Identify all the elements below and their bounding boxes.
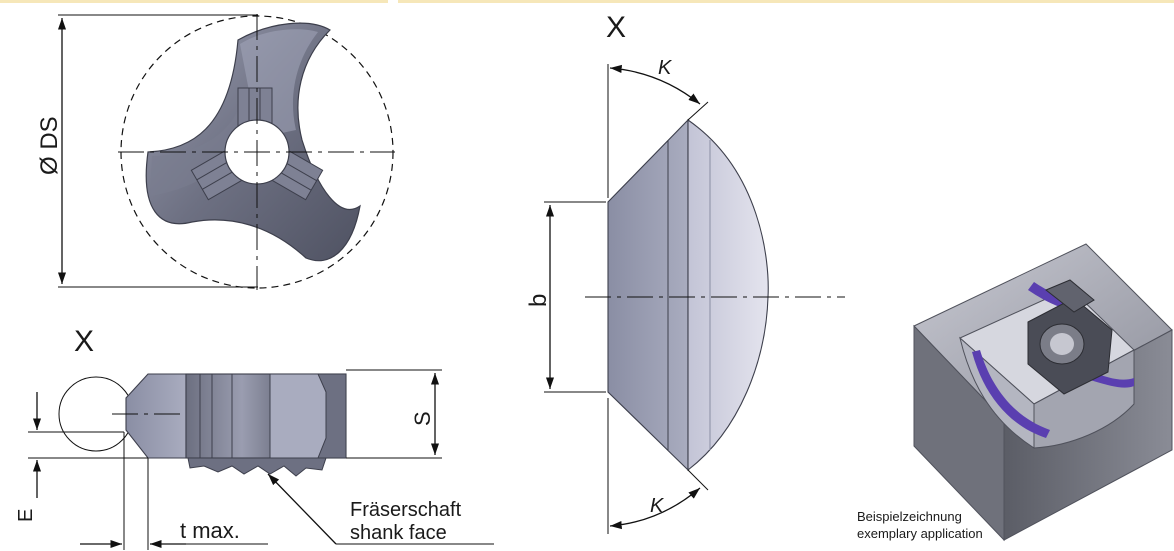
shank-label-en: shank face: [350, 522, 447, 544]
dim-t-label: t max.: [180, 518, 240, 543]
diameter-label: Ø DS: [36, 116, 63, 175]
cutting-edge-right-face: [687, 118, 769, 472]
detail-view-x: X K K b: [525, 11, 845, 534]
side-view: X S E t max. Fräserschaft shan: [15, 325, 494, 550]
view-x-label-detail: X: [606, 11, 626, 44]
view-x-label-left: X: [74, 325, 94, 358]
example-label-de: Beispielzeichnung: [857, 509, 962, 524]
example-label-en: exemplary application: [857, 526, 983, 541]
top-accent-bar-left: [0, 0, 388, 3]
plan-view: Ø DS: [36, 14, 395, 290]
dim-s-label: S: [410, 411, 435, 426]
cutting-edge-left-face: [607, 118, 689, 472]
angle-top-label: K: [658, 57, 673, 79]
top-accent-bar-right: [398, 0, 1174, 3]
shank-label-de: Fräserschaft: [350, 499, 462, 521]
dim-e-label: E: [15, 509, 37, 522]
insert-side-body: [125, 373, 187, 459]
dim-b-label: b: [525, 294, 552, 307]
angle-bottom-label: K: [650, 495, 665, 517]
application-illustration: [913, 243, 1173, 542]
